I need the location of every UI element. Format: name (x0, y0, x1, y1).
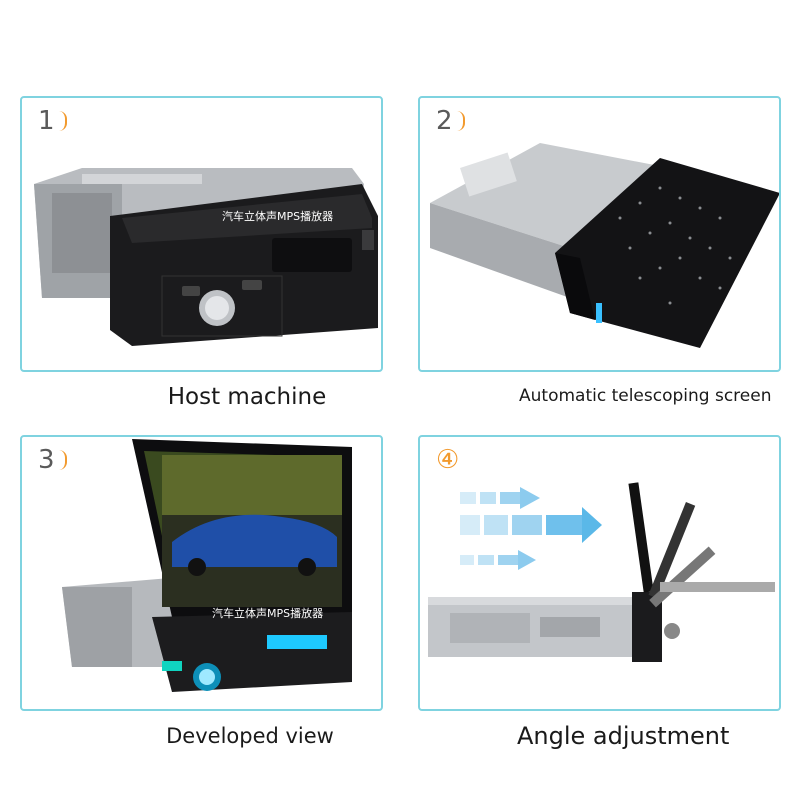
overlay-label: 汽车立体声MPS播放器 (222, 210, 334, 223)
caption-host-machine: Host machine (167, 384, 327, 410)
panel-number: 2 (436, 106, 465, 136)
caption-telescoping-screen: Automatic telescoping screen (519, 386, 772, 406)
panel-number: 3 (38, 445, 67, 475)
panel-angle-adjustment: ④ (418, 435, 781, 711)
panel-number: ④ (436, 445, 460, 475)
panel-developed-view: 3 汽车立体声MPS播放器 (20, 435, 383, 711)
panel-number: 1 (38, 106, 67, 136)
arrow-icon (460, 487, 602, 570)
angle-adjustment-illustration (428, 482, 775, 662)
caption-developed-view: Developed view (166, 724, 334, 748)
developed-view-photo (62, 439, 352, 692)
panel-host-machine: 1 汽车立体声MPS播放器 (20, 96, 383, 372)
panel-telescoping-screen: 2 (418, 96, 781, 372)
telescoping-screen-photo (430, 143, 779, 348)
overlay-label: 汽车立体声MPS播放器 (212, 607, 324, 620)
car-stereo-photo (34, 168, 378, 346)
caption-angle-adjustment: Angle adjustment (517, 722, 730, 750)
